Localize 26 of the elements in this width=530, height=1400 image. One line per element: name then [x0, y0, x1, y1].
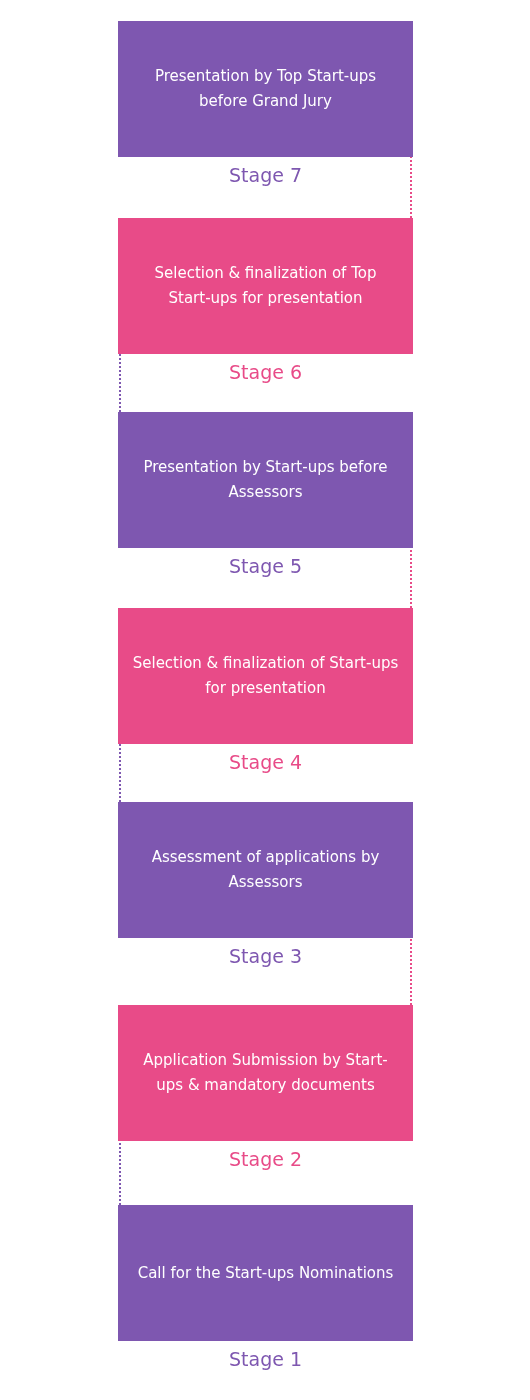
dotted-connector [119, 743, 121, 803]
dotted-connector [119, 1140, 121, 1206]
dotted-connector [119, 353, 121, 413]
dotted-connector [410, 937, 412, 1006]
stage-box [118, 21, 413, 157]
stage-label: Stage 5 [228, 555, 303, 577]
stage-box [118, 218, 413, 354]
stage-description: Presentation by Top Start-ups before Grand Jury [153, 66, 378, 112]
stage-description: Presentation by Start-ups before Assessors [142, 457, 389, 503]
stage-box [118, 1005, 413, 1141]
stage-box [118, 608, 413, 744]
stage-description: Selection & finalization of Top Start-ups for presentation [153, 263, 378, 309]
stage-box [118, 802, 413, 938]
stage-label: Stage 7 [228, 164, 303, 186]
stage-box [118, 412, 413, 548]
stage-box [118, 1205, 413, 1341]
dotted-connector [410, 547, 412, 609]
stage-label: Stage 3 [228, 945, 303, 967]
stage-label: Stage 1 [228, 1348, 303, 1370]
stage-label: Stage 4 [228, 751, 303, 773]
stage-label: Stage 6 [228, 361, 303, 383]
stage-description: Selection & finalization of Start-ups for presentation [132, 653, 399, 699]
stage-description: Call for the Start-ups Nominations [137, 1262, 394, 1284]
stage-description: Assessment of applications by Assessors [150, 847, 381, 893]
stage-label: Stage 2 [228, 1148, 303, 1170]
stage-description: Application Submission by Start-ups & mandatory documents [142, 1050, 389, 1096]
